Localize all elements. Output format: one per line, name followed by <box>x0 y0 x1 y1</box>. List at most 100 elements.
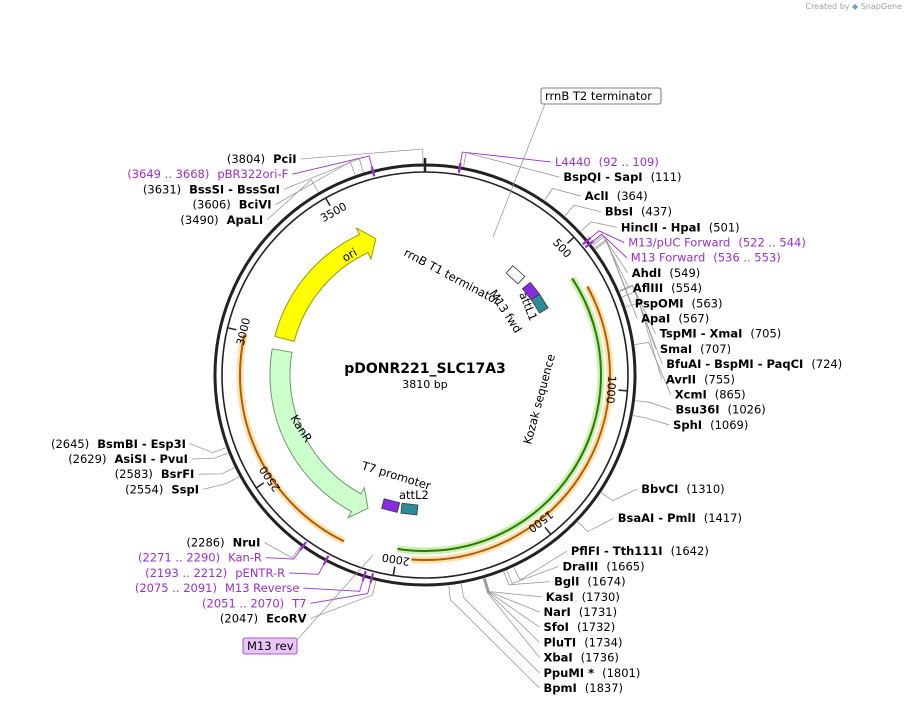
leader-pbr322ori-f <box>292 155 374 175</box>
site-label-bspqi-sapi: BspQI - SapI(111) <box>563 170 681 184</box>
label-position: (563) <box>692 296 723 310</box>
site-label-bbvci: BbvCI (1310) <box>641 482 724 496</box>
feature-label-ori: ori <box>340 245 360 265</box>
leader-asisi-pvui <box>191 452 229 460</box>
site-label-bsmbi-esp3i: (2645) BsmBI - Esp3I <box>51 437 186 451</box>
feature-glyph-attl2 <box>400 502 419 516</box>
label-name: pBR322ori-F <box>217 167 288 181</box>
label-name: DraIII <box>563 559 599 573</box>
plasmid-name: pDONR221_SLC17A3 <box>344 361 506 377</box>
primer-label-kan-r: (2271 .. 2290)Kan-R <box>138 551 262 565</box>
ruler-label-3500: 3500 <box>318 200 349 225</box>
label-name: SmaI <box>660 342 692 356</box>
site-label-kasi: KasI (1730) <box>546 590 620 604</box>
leader-bsaai-pmli <box>577 517 614 533</box>
label-position: (1310) <box>686 482 724 496</box>
credit-prefix: Created by <box>805 2 850 11</box>
label-position: (2051 .. 2070) <box>202 596 284 610</box>
leader-afliii <box>592 236 630 289</box>
site-label-pluti: PluTI(1734) <box>544 635 623 649</box>
label-position: (3490) <box>180 213 218 227</box>
label-name: BsmBI - Esp3I <box>97 437 186 451</box>
label-position: (2554) <box>125 482 163 496</box>
label-position: (92 .. 109) <box>599 155 659 169</box>
leader-l4440 <box>459 151 552 168</box>
label-position: (1642) <box>671 544 709 558</box>
label-name: ApaI <box>641 312 670 326</box>
label-leader-lines <box>189 148 672 689</box>
ruler-tick-3000 <box>227 327 237 331</box>
label-name: PspOMI <box>635 296 684 310</box>
feature-glyph-attl1 <box>530 293 549 314</box>
ruler-tick-2500 <box>255 482 265 489</box>
leader-bspqi-sapi <box>463 152 560 178</box>
label-position: (2583) <box>115 467 153 481</box>
label-position: (2645) <box>51 437 89 451</box>
label-name: BspQI - SapI <box>563 170 642 184</box>
site-label-sspi: (2554)SspI <box>125 482 199 496</box>
label-name: BbvCI <box>641 482 678 496</box>
site-label-bsssi-bsss-i: (3631)BssSI - BssSαI <box>143 182 280 196</box>
label-name: EcoRV <box>266 612 306 626</box>
label-position: (522 .. 544) <box>738 236 806 250</box>
primer-mark-m13-reverse <box>361 570 367 582</box>
leader-pspomi <box>594 238 632 304</box>
primer-label-pentr-r: (2193 .. 2212)pENTR-R <box>145 566 285 580</box>
label-name: BfuAI - BspMI - PaqCI <box>666 357 803 371</box>
label-position: (1674) <box>587 575 625 589</box>
leader-ecorv <box>310 581 377 619</box>
label-position: (1732) <box>577 620 615 634</box>
label-position: (707) <box>700 342 731 356</box>
label-name: BbsI <box>605 205 633 219</box>
leader-pluti <box>483 578 540 643</box>
label-position: (364) <box>617 189 648 203</box>
label-name: T7 <box>291 596 306 610</box>
label-name: KasI <box>546 590 574 604</box>
primer-mark-m13-puc-forward <box>582 236 592 246</box>
label-name: XcmI <box>675 388 707 402</box>
leader-xcmi <box>634 342 672 395</box>
label-name: M13 Forward <box>631 251 705 265</box>
leader-smai <box>619 285 657 350</box>
feature-arcs <box>236 227 614 564</box>
ruler-label-2000: 2000 <box>381 551 411 568</box>
leader-bsmbi-esp3i <box>189 443 227 454</box>
label-position: (567) <box>678 312 709 326</box>
site-label-sfoi: SfoI(1732) <box>544 620 616 634</box>
label-name: AhdI <box>632 266 662 280</box>
leader-bpmi <box>448 585 540 689</box>
site-label-sphi: SphI(1069) <box>673 418 748 432</box>
boxed-label-m13-rev: M13 rev <box>242 554 374 655</box>
ori-arrow <box>274 227 377 343</box>
ruler-tick-500 <box>566 236 575 244</box>
label-position: (1665) <box>606 559 644 573</box>
primer-label-l4440: L4440(92 .. 109) <box>555 155 659 169</box>
leader-bsssi-bsss-i <box>283 158 364 190</box>
site-label-tspmi-xmai: TspMI - XmaI(705) <box>660 327 782 341</box>
primer-label-t7: (2051 .. 2070) T7 <box>202 596 306 610</box>
leader-tspmi-xmai <box>619 284 656 334</box>
kozak-arc-glow <box>396 276 605 555</box>
boxed-label-m13-rev-text: M13 rev <box>247 639 294 653</box>
label-position: (2271 .. 2290) <box>138 551 220 565</box>
primer-mark-l4440 <box>457 162 462 173</box>
site-label-pflfi-tth111i: PflFI - Tth111I(1642) <box>571 544 709 558</box>
ruler-label-1000: 1000 <box>603 375 618 404</box>
feature-glyph-rrnb-t1-terminator <box>505 265 526 285</box>
label-position: (1069) <box>710 418 748 432</box>
label-position: (1736) <box>581 651 619 665</box>
leader-m13-forward <box>588 233 628 259</box>
label-position: (1730) <box>582 590 620 604</box>
label-position: (1417) <box>704 511 742 525</box>
site-label-afliii: AflIII(554) <box>633 281 702 295</box>
site-label-pcii: (3804)PciI <box>227 152 297 166</box>
kanr-arrow <box>269 348 369 519</box>
site-label-bpmi: BpmI(1837) <box>544 681 624 695</box>
site-label-bcivi: (3606)BciVI <box>193 198 272 212</box>
feature-label-attl2: attL2 <box>399 488 429 502</box>
leader-sspi <box>202 476 240 490</box>
leader-hincii-hpai <box>580 221 617 232</box>
leader-nrui <box>264 542 301 559</box>
